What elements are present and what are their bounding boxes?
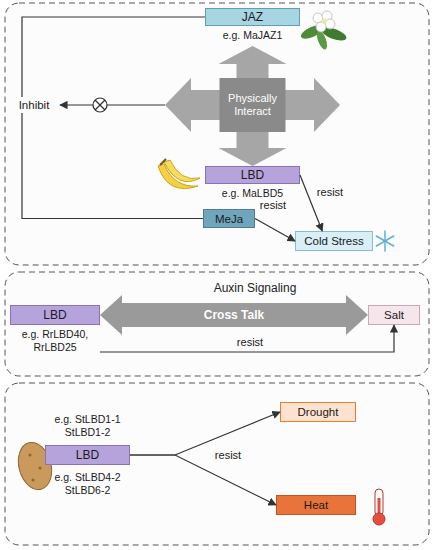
connector [130, 455, 276, 505]
block-symbol [95, 100, 105, 110]
block-symbol [93, 98, 107, 112]
interaction-arrow [100, 295, 368, 335]
interaction-arrow [219, 132, 287, 166]
node-label: Drought [298, 405, 339, 419]
example-note: e.g. StLBD4-2 StLBD6-2 [45, 471, 130, 497]
interaction-arrow [219, 46, 287, 78]
stress-box: Salt [368, 305, 420, 325]
edge-label: Cross Talk [204, 308, 264, 322]
potato-eye [29, 454, 32, 457]
node-heading: LBD [10, 305, 100, 325]
hormone-box: MeJa [203, 209, 255, 228]
potato-eye [39, 467, 42, 470]
stress-box: Drought [280, 402, 356, 422]
connector [300, 175, 322, 231]
potato-eye [32, 479, 35, 482]
process-label: Inhibit [8, 97, 60, 113]
thermometer-icon [373, 513, 385, 525]
banana-icon [164, 160, 200, 182]
arrow-center [220, 78, 286, 132]
protein-box: LBD e.g. RrLBD40, RrLBD25 [10, 305, 100, 361]
annotation-label: Auxin Signaling [214, 281, 297, 295]
interaction-arrow: Physically Interact [165, 78, 340, 132]
edge-label: resist [317, 186, 343, 198]
protein-box: JAZ e.g. MaJAZ1 [205, 8, 300, 46]
panel-frame [5, 272, 429, 376]
example-note: e.g. MaLBD5 [222, 187, 283, 200]
flower-petal [316, 22, 326, 32]
connector [100, 325, 394, 352]
example-note: e.g. RrLBD40, RrLBD25 [10, 328, 100, 354]
thermometer-icon [375, 489, 383, 516]
connector [130, 412, 280, 455]
flower-petal [325, 19, 335, 29]
node-label: Inhibit [19, 98, 50, 112]
edge-label: resist [215, 449, 241, 461]
node-heading: JAZ [205, 8, 300, 26]
edge-label: resist [260, 199, 286, 211]
stress-box: Cold Stress [295, 231, 373, 251]
node-label: Physically Interact [221, 92, 285, 118]
protein-box: LBD e.g. MaLBD5 [205, 166, 300, 204]
flower-center [322, 19, 327, 24]
protein-box: e.g. StLBD1-1 StLBD1-2LBD e.g. StLBD4-2 S… [45, 405, 130, 505]
connector [22, 17, 205, 97]
node-label: Salt [384, 308, 404, 322]
arrow-shape [165, 78, 340, 132]
node-label: MeJa [215, 212, 243, 226]
panel-frame [5, 383, 429, 545]
banana-stem [160, 159, 166, 165]
flower-petal [313, 13, 323, 23]
node-label: Cold Stress [304, 234, 363, 248]
block-symbol [95, 100, 105, 110]
node-heading: LBD [45, 445, 130, 465]
leaf-icon [315, 29, 329, 51]
snowflake-icon [376, 231, 393, 251]
snowflake-icon [376, 236, 393, 246]
connector [60, 104, 165, 105]
connector [255, 219, 295, 242]
potato-icon [13, 439, 56, 494]
node-label: Heat [304, 498, 328, 512]
arrow-shape [165, 78, 340, 132]
edge-label: resist [237, 336, 263, 348]
stress-box: Heat [276, 495, 356, 515]
snowflake-icon [376, 236, 393, 246]
panel-frame [5, 3, 429, 265]
example-note: e.g. MaJAZ1 [223, 29, 283, 42]
node-heading: LBD [205, 166, 300, 184]
example-note: e.g. StLBD1-1 StLBD1-2 [45, 413, 130, 439]
connector [22, 113, 203, 219]
